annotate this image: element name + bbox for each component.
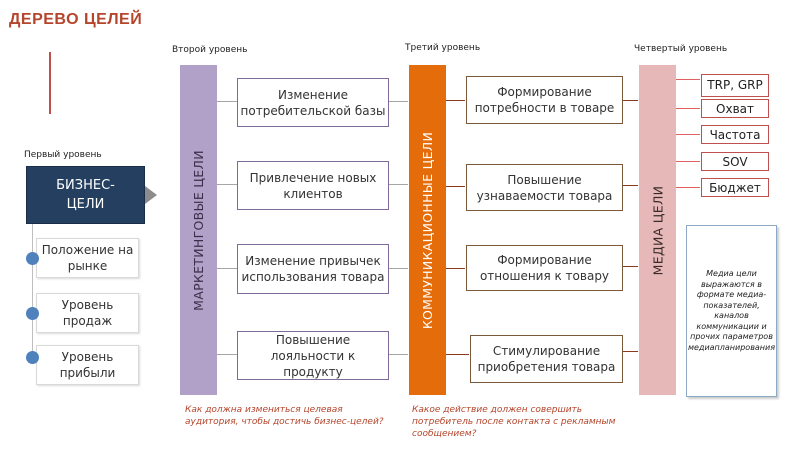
marketing-item-usage-habits: Изменение привычек использования товара (237, 244, 389, 294)
arrow-icon (676, 187, 700, 188)
level-label-first: Первый уровень (24, 150, 102, 160)
arrow-icon (676, 79, 700, 80)
media-goals-bar: МЕДИА ЦЕЛИ (639, 65, 676, 395)
communication-caption: Какое действие должен совершить потребит… (412, 405, 616, 439)
arrow-icon (217, 268, 237, 269)
arrow-icon (446, 100, 465, 101)
arrow-icon (446, 268, 465, 269)
arrow-icon (446, 354, 469, 355)
arrow-icon (446, 186, 465, 187)
media-goals-note: Медиа цели выражаются в формате медиа-по… (686, 225, 777, 397)
bullet-icon (26, 351, 39, 364)
bullet-icon (26, 307, 39, 320)
arrow-icon (389, 268, 408, 269)
communication-item-attitude: Формирование отношения к товару (466, 245, 623, 291)
business-arrow (145, 186, 157, 204)
marketing-item-consumer-base: Изменение потребительской базы (237, 78, 389, 127)
bullet-icon (26, 252, 39, 265)
business-item-sales-level: Уровень продаж (36, 293, 139, 333)
media-item-sov: SOV (701, 152, 769, 171)
business-goals-label: БИЗНЕС- ЦЕЛИ (56, 178, 115, 212)
marketing-item-loyalty: Повышение лояльности к продукту (237, 331, 389, 380)
arrow-icon (676, 161, 700, 162)
arrow-icon (389, 354, 408, 355)
arrow-icon (217, 354, 237, 355)
marketing-goals-bar: МАРКЕТИНГОВЫЕ ЦЕЛИ (180, 65, 217, 395)
media-item-trp-grp: TRP, GRP (701, 74, 769, 97)
communication-goals-label: КОММУНИКАЦИОННЫЕ ЦЕЛИ (420, 131, 436, 329)
communication-item-awareness: Повышение узнаваемости товара (466, 164, 623, 211)
level-label-third: Третий уровень (405, 43, 481, 53)
media-item-reach: Охват (701, 99, 769, 118)
arrow-icon (217, 101, 237, 102)
business-connector (32, 224, 33, 354)
marketing-caption: Как должна измениться целевая аудитория,… (185, 405, 384, 427)
arrow-icon (676, 108, 700, 109)
arrow-icon (623, 266, 638, 267)
business-item-market-position: Положение на рынке (36, 238, 139, 278)
marketing-goals-label: МАРКЕТИНГОВЫЕ ЦЕЛИ (191, 149, 207, 311)
level-label-second: Второй уровень (172, 45, 248, 55)
media-item-frequency: Частота (701, 125, 769, 144)
business-goals-box: БИЗНЕС- ЦЕЛИ (26, 166, 145, 224)
marketing-item-new-clients: Привлечение новых клиентов (237, 161, 389, 210)
communication-item-purchase: Стимулирование приобретения товара (470, 335, 623, 383)
communication-goals-bar: КОММУНИКАЦИОННЫЕ ЦЕЛИ (409, 65, 446, 395)
arrow-icon (676, 134, 700, 135)
arrow-icon (623, 351, 638, 352)
arrow-icon (389, 184, 408, 185)
arrow-icon (623, 185, 638, 186)
title-divider (49, 52, 51, 114)
media-item-budget: Бюджет (701, 178, 769, 197)
arrow-icon (217, 184, 237, 185)
arrow-icon (389, 101, 408, 102)
arrow-icon (623, 100, 638, 101)
communication-item-need: Формирование потребности в товаре (466, 76, 623, 124)
media-goals-label: МЕДИА ЦЕЛИ (650, 185, 665, 275)
level-label-fourth: Четвертый уровень (634, 44, 728, 54)
business-item-profit-level: Уровень прибыли (36, 345, 139, 385)
page-title: ДЕРЕВО ЦЕЛЕЙ (9, 11, 143, 28)
